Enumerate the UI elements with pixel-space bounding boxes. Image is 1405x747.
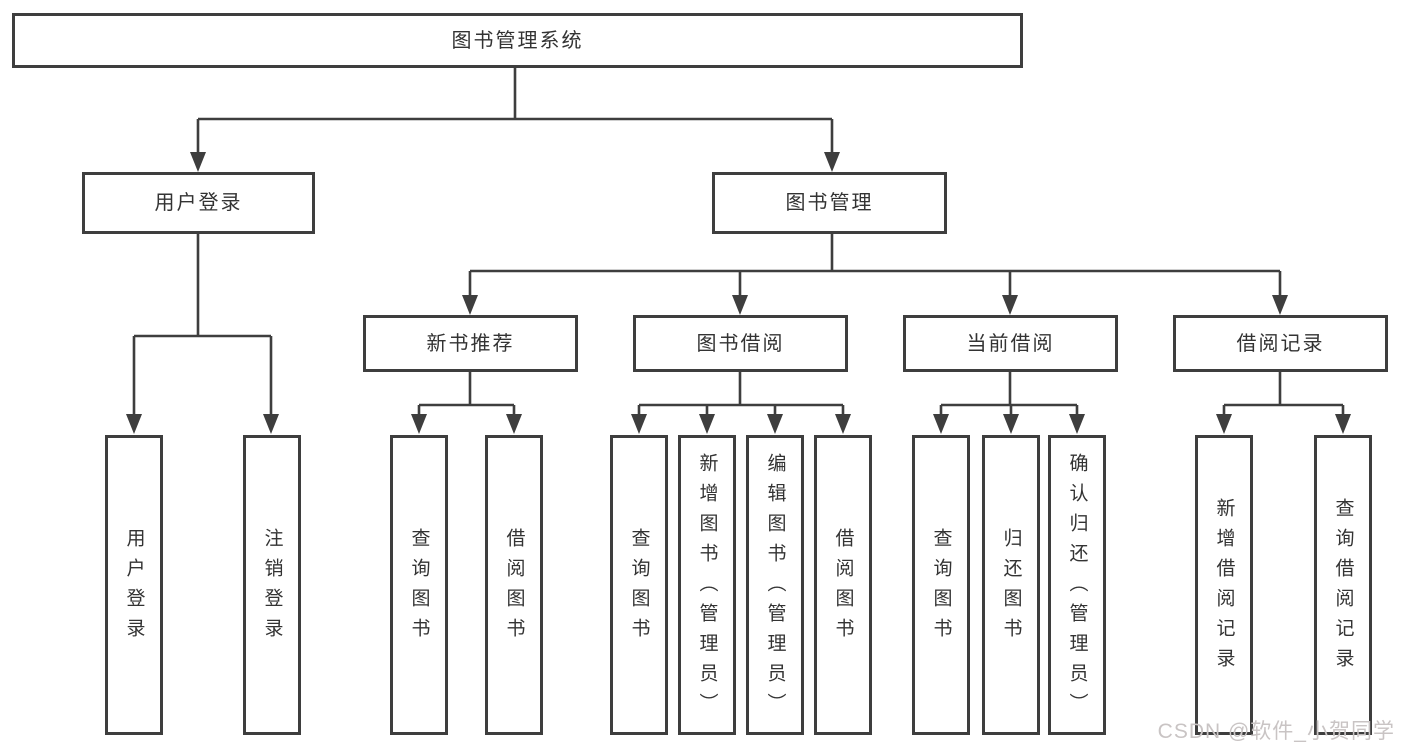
leaf-edit-book-admin: 编辑图书（管理员） bbox=[746, 435, 804, 735]
node-new-book-recommend: 新书推荐 bbox=[363, 315, 578, 372]
leaf-query-books-3: 查询图书 bbox=[912, 435, 970, 735]
csdn-watermark: CSDN @软件_小贺同学 bbox=[1157, 720, 1395, 743]
leaf-query-borrow-record: 查询借阅记录 bbox=[1314, 435, 1372, 735]
leaf-borrow-books-1: 借阅图书 bbox=[485, 435, 543, 735]
leaf-user-login: 用户登录 bbox=[105, 435, 163, 735]
leaf-query-books-2: 查询图书 bbox=[610, 435, 668, 735]
node-user-login: 用户登录 bbox=[82, 172, 315, 234]
leaf-logout: 注销登录 bbox=[243, 435, 301, 735]
leaf-return-books: 归还图书 bbox=[982, 435, 1040, 735]
leaf-borrow-books-2: 借阅图书 bbox=[814, 435, 872, 735]
node-book-management: 图书管理 bbox=[712, 172, 947, 234]
node-book-borrow: 图书借阅 bbox=[633, 315, 848, 372]
arrowheads bbox=[126, 152, 1351, 434]
node-current-borrow: 当前借阅 bbox=[903, 315, 1118, 372]
leaf-confirm-return-admin: 确认归还（管理员） bbox=[1048, 435, 1106, 735]
node-borrow-records: 借阅记录 bbox=[1173, 315, 1388, 372]
leaf-add-book-admin: 新增图书（管理员） bbox=[678, 435, 736, 735]
leaf-add-borrow-record: 新增借阅记录 bbox=[1195, 435, 1253, 735]
node-root: 图书管理系统 bbox=[12, 13, 1023, 68]
leaf-query-books-1: 查询图书 bbox=[390, 435, 448, 735]
